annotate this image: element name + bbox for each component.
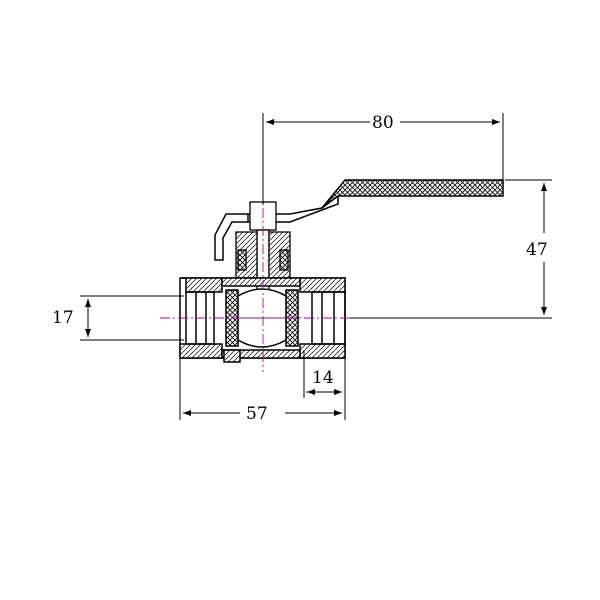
dim-label-thread-length: 14 bbox=[312, 368, 334, 388]
body-wall-top bbox=[221, 277, 301, 287]
dim-label-pipe-diameter: 17 bbox=[52, 308, 74, 328]
dimension-80 bbox=[262, 113, 504, 205]
dimension-14 bbox=[303, 350, 346, 420]
packing-right bbox=[279, 249, 289, 271]
right-port-wall-bottom bbox=[299, 343, 346, 359]
handle-bend bbox=[214, 213, 248, 261]
left-port-wall-bottom bbox=[179, 343, 223, 359]
left-port-wall-top bbox=[180, 277, 223, 293]
packing-left bbox=[237, 249, 247, 271]
dim-label-handle-height: 47 bbox=[526, 240, 548, 260]
valve-body bbox=[179, 277, 346, 363]
dimension-57 bbox=[179, 358, 342, 420]
handle-grip bbox=[321, 179, 504, 209]
dim-label-body-length: 57 bbox=[246, 404, 268, 424]
dim-label-handle-length: 80 bbox=[372, 113, 394, 133]
dimension-17 bbox=[80, 295, 184, 341]
right-port-wall-top bbox=[299, 277, 346, 293]
dimension-47 bbox=[350, 179, 552, 319]
body-wall-bottom bbox=[221, 349, 301, 359]
centerlines bbox=[160, 190, 365, 372]
